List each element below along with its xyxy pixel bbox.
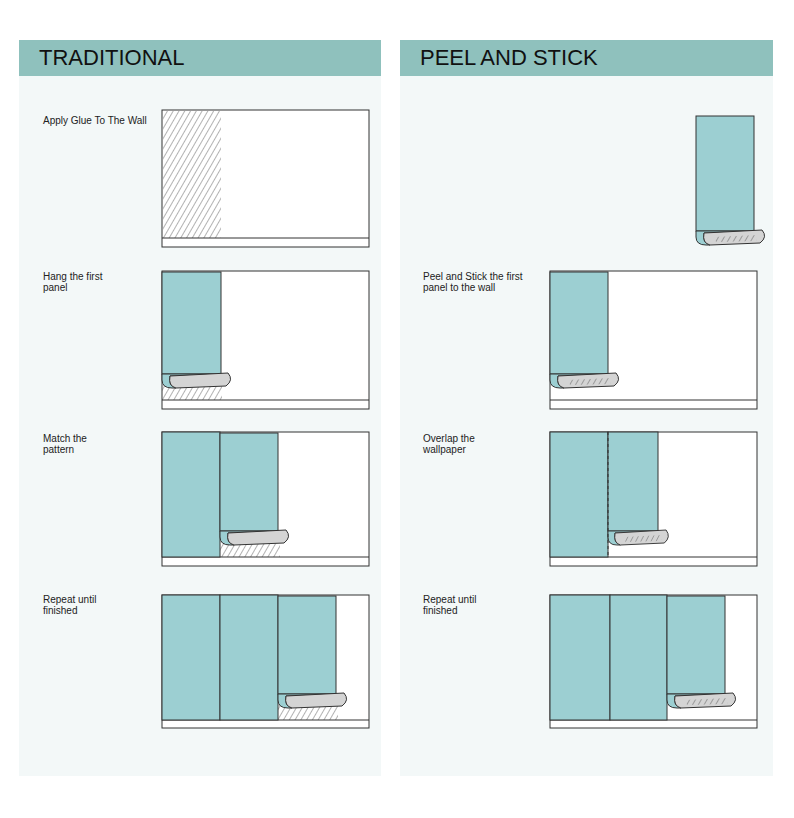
header-band: PEEL AND STICK xyxy=(400,40,773,76)
peel-step-4 xyxy=(550,595,757,728)
peel-step-3 xyxy=(550,432,757,566)
header-title: TRADITIONAL xyxy=(39,45,184,71)
panel-ground xyxy=(19,76,381,776)
traditional-step-1 xyxy=(162,110,369,247)
header-band: TRADITIONAL xyxy=(19,40,381,76)
peel-step-2 xyxy=(550,271,757,409)
step-label: Apply Glue To The Wall xyxy=(43,115,159,126)
traditional-step-4 xyxy=(162,595,369,728)
step-label: Repeat until finished xyxy=(423,594,493,616)
step-label: Match the pattern xyxy=(43,433,108,455)
step-label: Repeat until finished xyxy=(43,594,113,616)
step-label: Overlap the wallpaper xyxy=(423,433,493,455)
step-label: Peel and Stick the first panel to the wa… xyxy=(423,271,523,293)
traditional-step-2 xyxy=(162,271,369,409)
header-title: PEEL AND STICK xyxy=(420,45,598,71)
step-label: Hang the first panel xyxy=(43,271,118,293)
peel-step-1 xyxy=(696,116,765,245)
traditional-step-3 xyxy=(162,432,369,566)
panel-ground xyxy=(400,76,773,776)
